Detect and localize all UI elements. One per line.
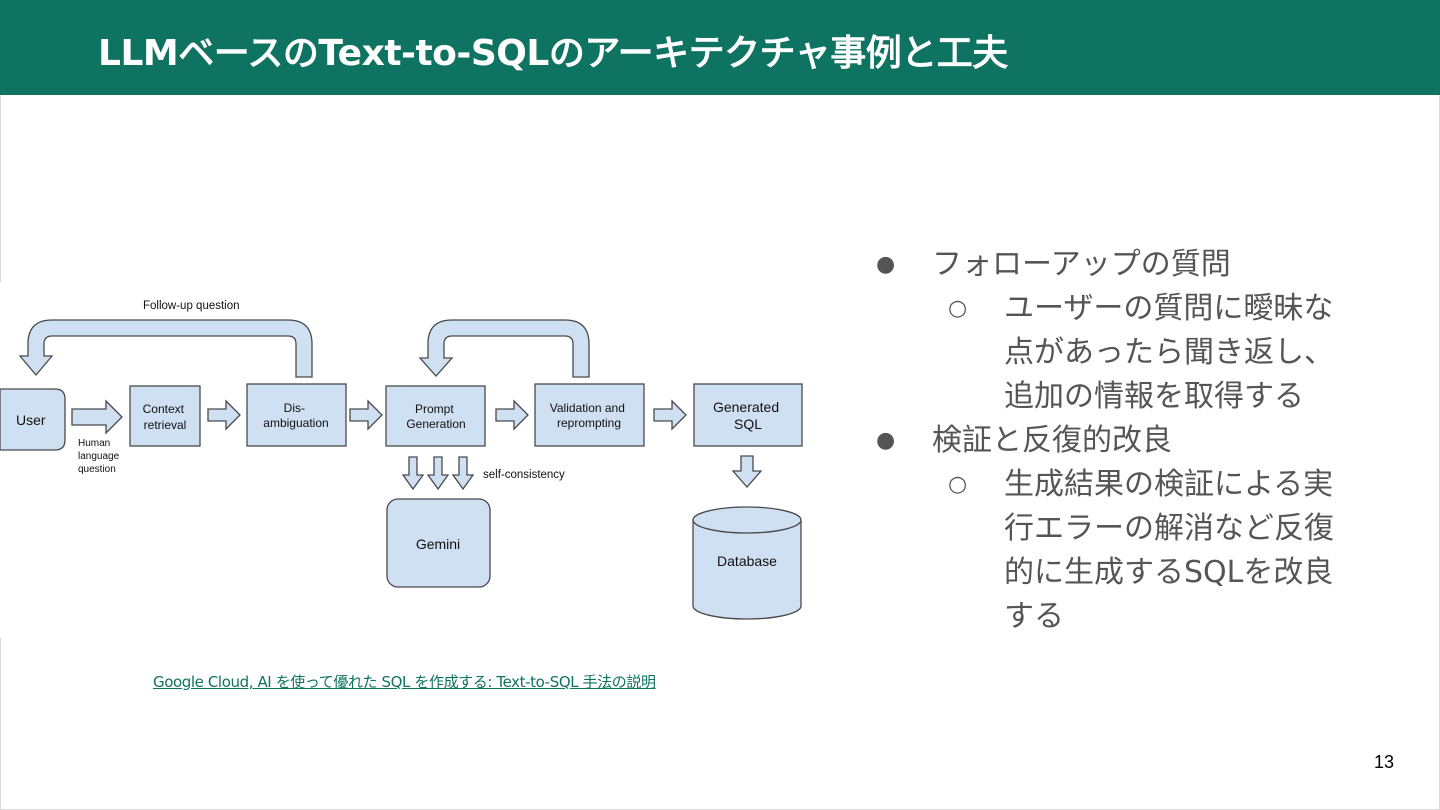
database-label: Database	[717, 553, 777, 569]
bullet-list: ● フォローアップの質問 ○ ユーザーの質問に曖昧な 点があったら聞き返し、 追…	[870, 243, 1390, 639]
human-question-label-3: question	[78, 464, 116, 475]
database-top	[692, 506, 802, 534]
generated-sql-label-1: Generated	[713, 399, 779, 415]
disambiguation-node	[246, 383, 347, 447]
bullet-circle-icon: ○	[948, 296, 968, 321]
arrow-context-disambiguation	[207, 399, 241, 431]
svg-text:Prompt Generation: Prompt Generation	[406, 402, 465, 431]
context-retrieval-node	[129, 385, 201, 447]
svg-text:Human language que: Human language question	[78, 438, 122, 475]
validation-label-1: Validation and	[550, 401, 625, 415]
svg-text:Context retrieval: Context retrieval	[143, 402, 188, 432]
human-question-label-1: Human	[78, 438, 110, 449]
sub-bullet-line: ユーザーの質問に曖昧な	[1004, 291, 1334, 326]
architecture-diagram: Follow-up question User Context retrieva…	[0, 282, 830, 638]
gemini-label: Gemini	[416, 536, 460, 552]
sub-bullet-line: 的に生成するSQLを改良	[1004, 555, 1334, 590]
down-arrow-database	[731, 455, 763, 488]
bullet-text: 検証と反復的改良	[932, 423, 1172, 458]
source-link[interactable]: Google Cloud, AI を使って優れた SQL を作成する: Text…	[153, 673, 656, 691]
sub-bullet-line: 行エラーの解消など反復	[1004, 511, 1334, 546]
page-number: 13	[1374, 752, 1395, 772]
arrow-disambiguation-prompt	[349, 399, 383, 431]
sub-bullet-line: 点があったら聞き返し、	[1004, 335, 1334, 370]
context-label-1: Context	[143, 402, 185, 416]
database-node	[692, 520, 802, 620]
svg-text:Dis- ambiguation: Dis- ambiguation	[263, 401, 328, 430]
bullet-dot-icon: ●	[876, 252, 896, 277]
sub-bullet-line: 生成結果の検証による実	[1004, 467, 1334, 502]
human-question-label-2: language	[78, 451, 120, 462]
svg-text:Validation and reprompti: Validation and reprompting	[550, 401, 629, 430]
bullet-circle-icon: ○	[948, 472, 968, 497]
sub-bullet-refinement: ○ 生成結果の検証による実 行エラーの解消など反復 的に生成するSQLを改良 す…	[870, 463, 1359, 639]
generated-sql-label-2: SQL	[734, 416, 762, 432]
prompt-label-1: Prompt	[415, 402, 454, 416]
arrow-user-context	[71, 399, 123, 435]
svg-text:Generated SQL: Generated SQL	[713, 399, 783, 432]
user-label: User	[16, 412, 46, 428]
arrow-validation-sql	[653, 399, 687, 431]
bullet-follow-up: ● フォローアップの質問	[870, 243, 1390, 287]
arrow-prompt-validation	[495, 399, 529, 431]
disambiguation-label-1: Dis-	[284, 401, 305, 415]
down-arrow-2	[426, 456, 450, 491]
prompt-label-2: Generation	[406, 417, 465, 431]
gemini-node	[386, 498, 491, 588]
down-arrow-3	[451, 456, 475, 491]
follow-up-arrow	[18, 319, 313, 378]
left-border	[0, 95, 1, 282]
validation-label-2: reprompting	[557, 416, 621, 430]
sub-bullet-follow-up: ○ ユーザーの質問に曖昧な 点があったら聞き返し、 追加の情報を取得する	[870, 287, 1359, 419]
sub-bullet-line: する	[1004, 599, 1064, 634]
slide-title: LLMベースのText-to-SQLのアーキテクチャ事例と工夫	[98, 33, 1008, 74]
title-bar	[0, 0, 1440, 95]
validation-node	[534, 383, 645, 447]
self-consistency-label: self-consistency	[483, 469, 565, 481]
user-node	[0, 388, 66, 451]
generated-sql-node	[693, 383, 803, 447]
follow-up-label: Follow-up question	[143, 300, 240, 312]
bullet-text: フォローアップの質問	[932, 247, 1231, 282]
sub-bullet-line: 追加の情報を取得する	[1004, 379, 1304, 414]
prompt-generation-node	[385, 385, 486, 447]
bullet-dot-icon: ●	[876, 428, 896, 453]
context-label-2: retrieval	[144, 418, 187, 432]
left-border-lower	[0, 638, 1, 810]
down-arrow-1	[401, 456, 425, 491]
disambiguation-label-2: ambiguation	[263, 416, 328, 430]
bullet-refinement: ● 検証と反復的改良	[870, 419, 1390, 463]
reprompt-arrow	[418, 319, 590, 378]
